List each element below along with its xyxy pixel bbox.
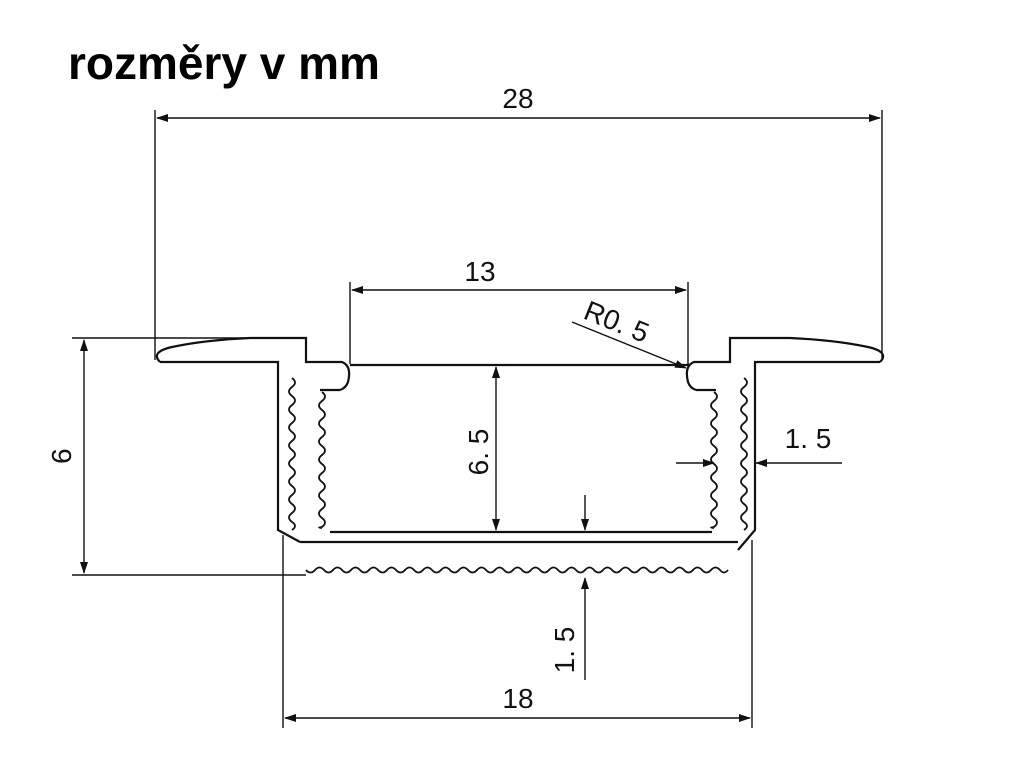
dim-base-width: 18 bbox=[502, 683, 533, 714]
outer-right-serration bbox=[740, 377, 748, 531]
profile-outline bbox=[155, 336, 885, 551]
dim-base-thickness: 1. 5 bbox=[549, 627, 580, 674]
right-flange bbox=[685, 336, 885, 392]
outer-left-serration bbox=[288, 377, 296, 531]
left-flange bbox=[155, 336, 351, 392]
dim-line-radius bbox=[571, 321, 687, 369]
base-serration bbox=[305, 566, 729, 574]
dim-channel-width: 13 bbox=[464, 256, 495, 287]
dimension-lines bbox=[72, 110, 883, 728]
dim-total-height: 9 bbox=[46, 448, 77, 464]
serrations bbox=[288, 377, 748, 574]
inner-left-serration bbox=[318, 391, 326, 529]
diagram-title: rozměry v mm bbox=[68, 37, 380, 89]
dim-inner-depth: 6. 5 bbox=[463, 429, 494, 476]
dim-overall-width: 28 bbox=[502, 83, 533, 114]
left-flange-bottom bbox=[160, 360, 301, 543]
inner-right-serration bbox=[710, 391, 718, 529]
dim-wall-thickness: 1. 5 bbox=[785, 423, 832, 454]
right-flange-bottom bbox=[737, 360, 880, 551]
